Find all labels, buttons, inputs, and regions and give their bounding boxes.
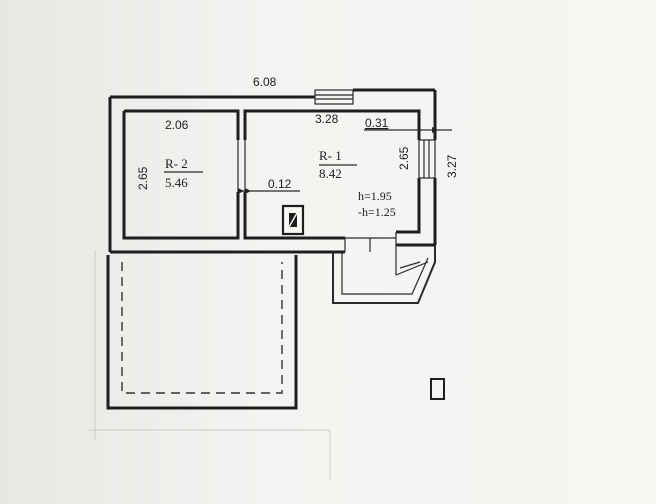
height-2-label: -h=1.25 — [358, 205, 396, 219]
room-2-area: 5.46 — [165, 175, 188, 190]
outer-walls — [108, 88, 437, 254]
room-1-area: 8.42 — [319, 166, 342, 181]
room-1-label: R- 1 — [319, 148, 342, 163]
window-offset-label: 0.31 — [365, 116, 389, 130]
room-2-outline — [122, 109, 240, 240]
height-1-label: h=1.95 — [358, 189, 392, 203]
legend-box-icon — [430, 378, 445, 400]
window-offset-dimension — [364, 127, 452, 133]
right-window — [418, 139, 436, 179]
right-room-width-label: 3.28 — [315, 112, 339, 126]
left-room-width-label: 2.06 — [165, 118, 189, 132]
room-1-outline — [243, 109, 421, 240]
left-room-height-label: 2.65 — [136, 166, 150, 190]
partition-dimension — [238, 188, 300, 194]
partition-label: 0.12 — [268, 177, 292, 191]
top-window — [314, 89, 354, 105]
porch — [332, 245, 436, 304]
overall-depth-label: 3.27 — [445, 154, 459, 178]
stove-icon — [281, 204, 305, 236]
annex — [106, 255, 298, 410]
right-room-height-label: 2.65 — [397, 146, 411, 170]
entrance-door — [344, 232, 397, 252]
room-2-label: R- 2 — [165, 156, 188, 171]
overall-width-label: 6.08 — [253, 75, 277, 89]
